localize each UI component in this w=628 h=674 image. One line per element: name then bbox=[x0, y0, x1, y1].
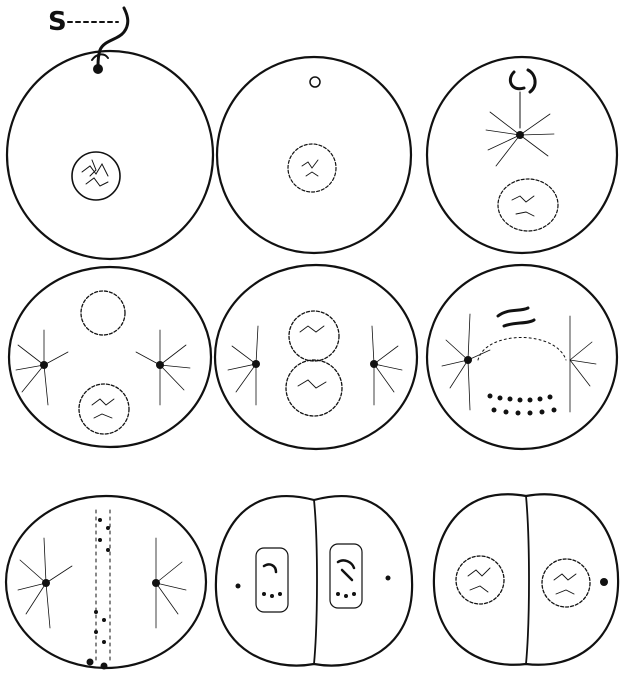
pronucleus-bottom bbox=[286, 360, 342, 416]
sperm-head bbox=[93, 64, 103, 74]
cell-9 bbox=[434, 494, 618, 665]
chromosomes-top bbox=[498, 308, 534, 326]
sperm-nucleus bbox=[310, 77, 320, 87]
daughter-nucleus-right bbox=[542, 559, 590, 607]
cleavage-furrow bbox=[314, 500, 317, 664]
nucleus-right bbox=[330, 544, 362, 608]
pronucleus-bottom bbox=[79, 384, 129, 434]
pronucleus-top bbox=[81, 291, 125, 335]
cell-8 bbox=[216, 496, 412, 666]
pronucleus-top bbox=[289, 311, 339, 361]
chromosome-row bbox=[488, 394, 557, 416]
egg-nucleus bbox=[72, 152, 120, 200]
cell-6 bbox=[427, 265, 617, 449]
cell-3 bbox=[427, 57, 617, 253]
cell-5 bbox=[215, 265, 417, 449]
cell-1: S bbox=[7, 7, 213, 259]
sperm-label: S bbox=[48, 7, 67, 37]
daughter-nucleus-left bbox=[456, 556, 504, 604]
cell-2 bbox=[217, 57, 411, 253]
sperm-aster-top bbox=[510, 70, 535, 92]
separating-chromosomes bbox=[87, 518, 111, 670]
cell-7 bbox=[6, 496, 206, 670]
egg-nucleus bbox=[498, 179, 558, 231]
cleavage-furrow bbox=[526, 496, 529, 664]
sperm-tail bbox=[98, 8, 128, 66]
cell-4 bbox=[9, 267, 211, 447]
nucleus-left bbox=[256, 548, 288, 612]
